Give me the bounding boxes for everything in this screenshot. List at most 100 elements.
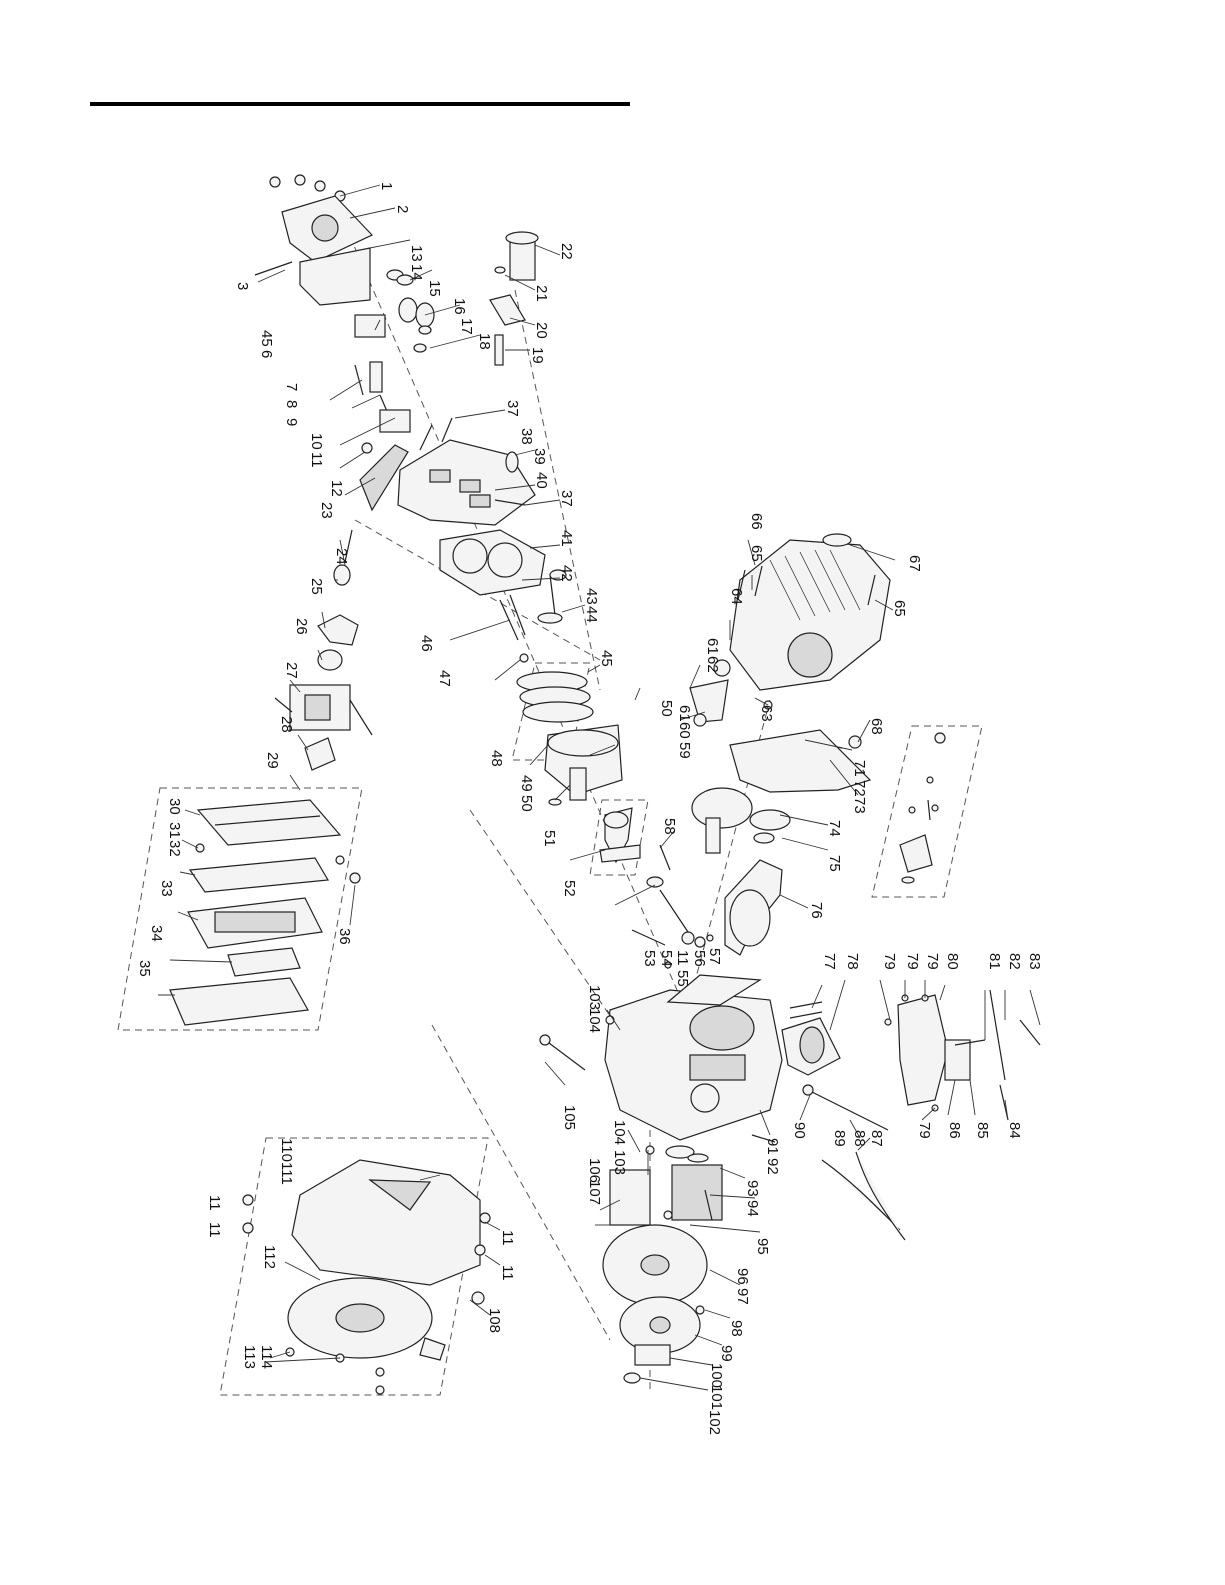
control-bracket-group (884, 989, 1041, 1121)
callout-32: 32 (166, 840, 183, 857)
callout-80: 80 (944, 953, 961, 970)
callout-55: 55 (674, 970, 691, 987)
callout-88: 88 (851, 1130, 868, 1147)
callout-11-right-upper: 11 (499, 1230, 516, 1246)
callout-20: 20 (533, 322, 550, 339)
callout-33: 33 (158, 880, 175, 897)
callout-9: 9 (283, 418, 300, 426)
fan-housing-group (242, 1159, 491, 1395)
callout-labels: 1 2 3 45 6 7 8 9 10 11 12 13 14 15 16 17… (136, 182, 1043, 1435)
callout-71: 71 (851, 760, 868, 777)
callout-38: 38 (518, 428, 535, 445)
callout-11-right-lower: 11 (499, 1265, 516, 1281)
callout-35: 35 (136, 960, 153, 977)
callout-43: 43 (583, 588, 600, 605)
gasket-piston-group (439, 529, 623, 806)
callout-21: 21 (533, 285, 550, 302)
callout-3: 3 (234, 282, 251, 290)
callout-37-top: 37 (504, 400, 521, 417)
callout-74: 74 (826, 820, 843, 837)
callout-79-d: 79 (916, 1122, 933, 1139)
callout-56: 56 (691, 950, 708, 967)
callout-27: 27 (283, 662, 300, 679)
callout-30: 30 (166, 798, 183, 815)
callout-90: 90 (791, 1122, 808, 1139)
callout-58: 58 (661, 818, 678, 835)
callout-52: 52 (561, 880, 578, 897)
callout-24: 24 (333, 548, 350, 565)
callout-97: 97 (734, 1288, 751, 1305)
callout-60: 60 (676, 722, 693, 739)
callout-13: 13 (408, 245, 425, 262)
callout-28: 28 (278, 716, 295, 733)
callout-23: 23 (318, 502, 335, 519)
callout-83: 83 (1026, 953, 1043, 970)
callout-99: 99 (718, 1345, 735, 1362)
callout-89: 89 (831, 1130, 848, 1147)
callout-11-top: 11 (308, 452, 325, 468)
callout-15: 15 (426, 280, 443, 297)
callout-94: 94 (744, 1200, 761, 1217)
callout-51: 51 (541, 830, 558, 847)
crankcase-cover-fins (769, 549, 861, 621)
callout-61-upper: 61 (704, 638, 721, 655)
callout-50-lower: 50 (518, 795, 535, 812)
callout-93: 93 (744, 1180, 761, 1197)
starter-motor-group (781, 1001, 841, 1076)
callout-25: 25 (308, 578, 325, 595)
callout-110: 110 (278, 1138, 295, 1162)
callout-11-left-lower: 11 (206, 1222, 223, 1238)
callout-75: 75 (826, 855, 843, 872)
callout-1: 1 (378, 182, 395, 190)
callout-79-c: 79 (924, 953, 941, 970)
callout-72: 72 (851, 780, 868, 797)
callout-105: 105 (561, 1105, 578, 1130)
callout-45: 45 (598, 650, 615, 667)
callout-91: 91 (764, 1138, 781, 1155)
callout-8: 8 (283, 400, 300, 408)
callout-19: 19 (529, 347, 546, 364)
callout-96: 96 (734, 1268, 751, 1285)
callout-78: 78 (844, 953, 861, 970)
callout-84: 84 (1006, 1122, 1023, 1139)
callout-76: 76 (808, 902, 825, 919)
callout-18: 18 (476, 333, 493, 350)
callout-49: 49 (518, 775, 535, 792)
callout-95: 95 (754, 1238, 771, 1255)
callout-57: 57 (706, 948, 723, 965)
callout-68: 68 (868, 718, 885, 735)
callout-36: 36 (336, 928, 353, 945)
callout-103-top: 103 (586, 985, 603, 1010)
callout-10: 10 (308, 433, 325, 450)
callout-85: 85 (974, 1122, 991, 1139)
crankcase-block-group (539, 974, 783, 1163)
callout-62: 62 (704, 656, 721, 673)
callout-102: 102 (706, 1410, 723, 1435)
callout-61-lower: 61 (676, 705, 693, 722)
callout-39: 39 (531, 448, 548, 465)
callout-63: 63 (758, 705, 775, 722)
callout-leader-lines (158, 184, 1041, 1391)
callout-17: 17 (458, 318, 475, 335)
valve-cover-group (254, 174, 374, 306)
callout-11-mid: 11 (674, 950, 691, 966)
callout-81: 81 (986, 953, 1003, 970)
governor-detail-group (899, 732, 946, 884)
callout-65-right: 65 (891, 600, 908, 617)
callout-87: 87 (868, 1130, 885, 1147)
carburetor-group (274, 529, 373, 771)
callout-29: 29 (264, 752, 281, 769)
header-rule (90, 102, 630, 106)
callout-113: 113 (241, 1345, 258, 1369)
callout-100: 100 (708, 1363, 725, 1388)
callout-112: 112 (261, 1245, 278, 1269)
callout-114: 114 (258, 1345, 275, 1369)
callout-77: 77 (821, 953, 838, 970)
cylinder-head-group (397, 417, 536, 526)
callout-11-left-upper: 11 (206, 1195, 223, 1211)
callout-6: 6 (258, 350, 275, 358)
callout-40: 40 (533, 472, 550, 489)
callout-86: 86 (946, 1122, 963, 1139)
fuel-line-group (802, 1084, 906, 1241)
callout-106: 106 (586, 1158, 603, 1183)
